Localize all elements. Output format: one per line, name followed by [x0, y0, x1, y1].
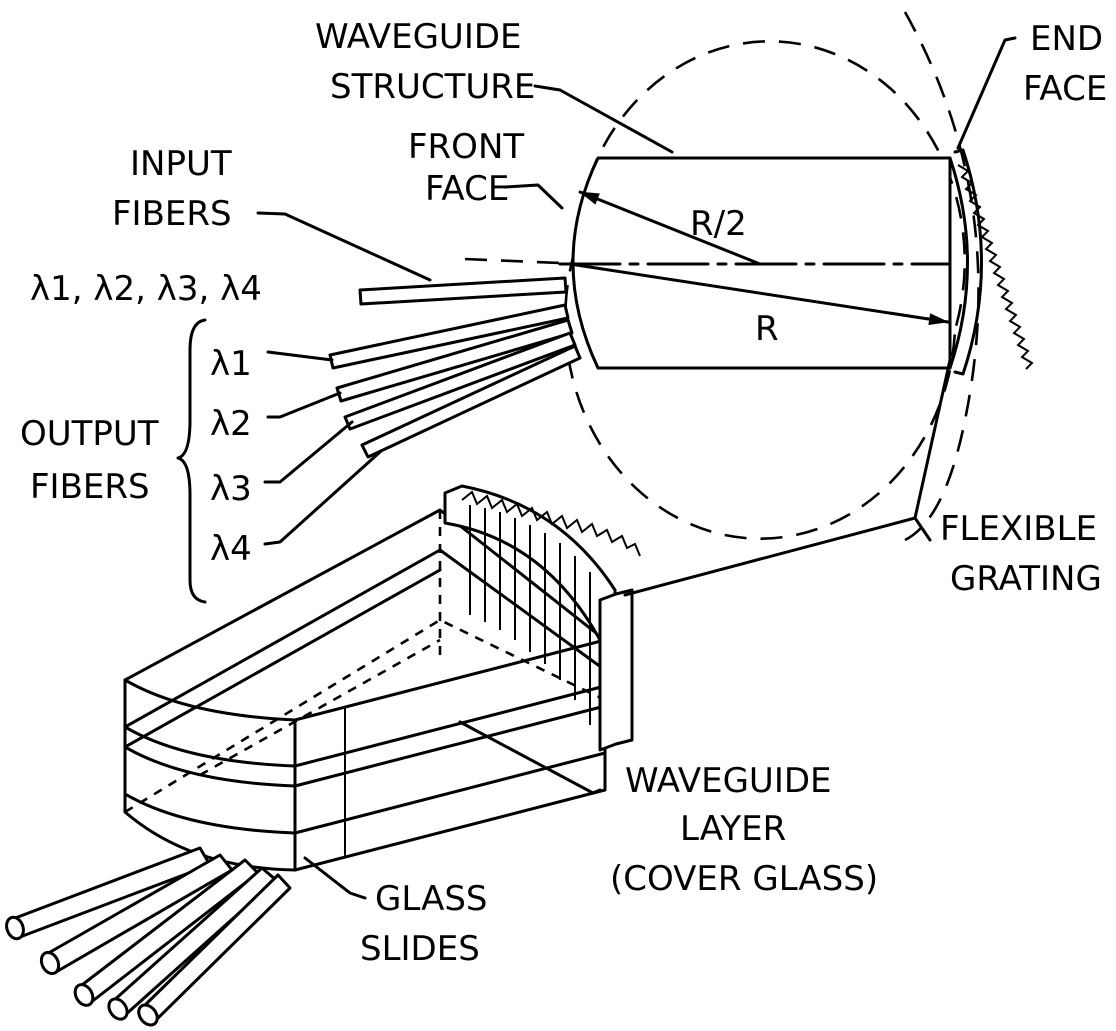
right-layer-1	[293, 684, 607, 768]
leader-waveguide-layer	[458, 720, 602, 795]
grating-circle-arc	[903, 11, 980, 542]
isometric-device	[123, 508, 607, 872]
grating-rulings	[469, 505, 591, 725]
leader-lines-lower	[303, 358, 952, 900]
label-r: R	[755, 309, 779, 349]
label-waveguide-structure-2: STRUCTURE	[330, 67, 535, 107]
label-output-fibers-2: FIBERS	[30, 467, 150, 507]
hidden-edge-1	[124, 618, 606, 814]
label-input-fibers-1: INPUT	[130, 144, 232, 184]
radius-arrows	[568, 190, 950, 326]
label-output-fibers-1: OUTPUT	[20, 414, 159, 454]
waveguide-structure-body	[464, 156, 952, 370]
rowland-circle-group	[563, 11, 980, 542]
leader-flexible-grating-a	[623, 516, 932, 597]
stack-layer-2	[123, 745, 297, 788]
bundle-fiber-1-end	[5, 915, 25, 941]
grating-front-panel	[598, 588, 634, 752]
label-waveguide-layer-1: WAVEGUIDE	[625, 761, 832, 801]
output-fiber-1	[328, 303, 570, 370]
label-lambda1: λ1	[210, 344, 252, 384]
label-r-half: R/2	[690, 204, 747, 244]
label-lambda2: λ2	[210, 404, 252, 444]
label-flexible-grating-2: GRATING	[950, 559, 1102, 599]
leader-lambda2	[266, 391, 342, 419]
bundle-fiber-5-end	[137, 1003, 159, 1027]
leader-lambda3	[263, 420, 354, 484]
leader-glass-slides	[303, 856, 367, 900]
waveguide-inner-line-1	[123, 548, 607, 729]
leader-flexible-grating-b	[913, 358, 952, 520]
rowland-circle	[563, 40, 967, 540]
r-half-arrow	[578, 190, 762, 266]
label-input-fibers-2: FIBERS	[112, 194, 232, 234]
label-end-face-2: FACE	[1023, 69, 1107, 109]
end-face-curve	[948, 156, 969, 370]
stack-layer-1	[123, 725, 297, 768]
leader-input-fibers	[256, 211, 432, 282]
label-lambda4: λ4	[210, 529, 252, 569]
leader-lambda1	[266, 350, 334, 362]
input-fiber	[358, 276, 568, 306]
leader-front-face	[503, 183, 564, 210]
label-waveguide-structure-1: WAVEGUIDE	[315, 17, 522, 57]
bundle-fiber-4-end	[107, 997, 129, 1021]
output-fiber-4	[360, 344, 582, 459]
waveguide-inner-line-2	[123, 568, 442, 749]
labels: WAVEGUIDE STRUCTURE END FACE FRONT FACE …	[20, 17, 1107, 969]
label-waveguide-layer-2: LAYER	[680, 809, 786, 849]
leader-waveguide-structure	[533, 84, 674, 154]
flexible-grating-3d	[443, 484, 641, 752]
label-lambda3: λ3	[210, 469, 252, 509]
label-input-wavelengths: λ1, λ2, λ3, λ4	[30, 269, 262, 309]
axis-extension	[464, 257, 561, 265]
leader-end-face	[956, 36, 1017, 150]
label-front-face-1: FRONT	[408, 127, 524, 167]
grating-teeth	[957, 164, 1034, 370]
r-arrow	[568, 262, 950, 326]
brace-shape	[176, 318, 207, 604]
stack-layer-3	[123, 792, 297, 835]
label-flexible-grating-1: FLEXIBLE	[940, 509, 1097, 549]
label-waveguide-layer-3: (COVER GLASS)	[610, 859, 878, 899]
leader-lambda4	[263, 450, 382, 546]
fiber-bundle	[5, 846, 292, 1027]
leader-lines-upper	[256, 36, 1017, 546]
label-glass-slides-2: SLIDES	[360, 929, 480, 969]
label-front-face-2: FACE	[425, 169, 509, 209]
hidden-edge-3	[199, 638, 441, 777]
end-face-grating	[948, 148, 1034, 376]
output-fibers	[328, 303, 582, 459]
bundle-fiber-3-end	[73, 983, 95, 1007]
output-fibers-brace	[176, 318, 207, 604]
right-layer-2	[293, 704, 607, 788]
output-fiber-2	[335, 318, 574, 403]
input-fiber-body	[358, 276, 568, 306]
label-end-face-1: END	[1030, 19, 1103, 59]
end-face-outer	[953, 148, 983, 376]
label-glass-slides-1: GLASS	[375, 879, 488, 919]
right-layer-3	[293, 751, 607, 835]
bundle-fiber-2-end	[39, 950, 61, 976]
grating-sawtooth	[461, 490, 641, 557]
